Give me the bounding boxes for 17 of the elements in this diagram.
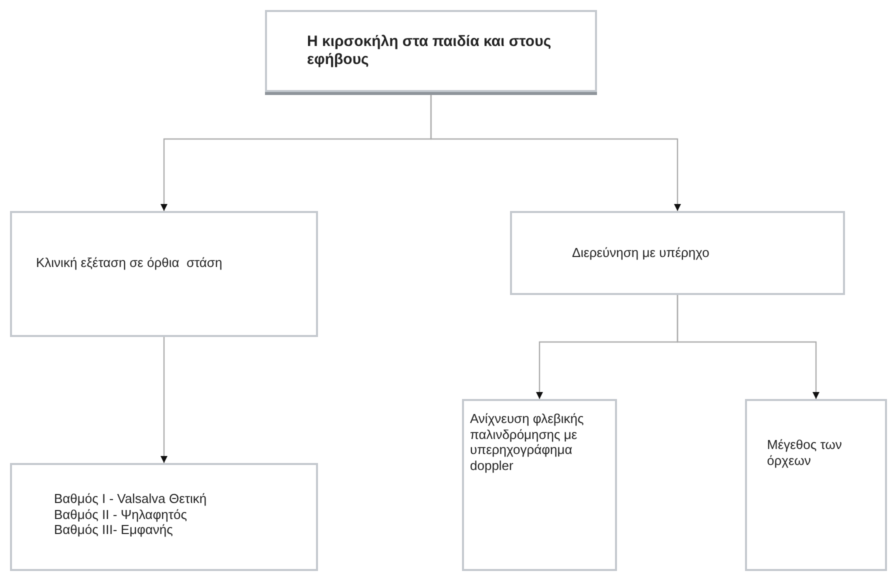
connector-arrow (676, 295, 820, 399)
connector-arrow (430, 95, 681, 211)
process-box (510, 211, 845, 295)
box-text: Η κιρσοκήλη στα παιδία και στους εφήβους (307, 33, 552, 69)
box-text: Ανίχνευση φλεβικής παλινδρόμησης με υπερηχογράφημα doppler (470, 411, 585, 474)
process-box (10, 211, 318, 337)
process-box (745, 399, 887, 571)
box-text: Βαθμός III- Εμφανής (54, 522, 173, 538)
connector-arrow (160, 337, 168, 463)
title-box (265, 10, 597, 92)
process-box (10, 463, 318, 571)
box-text: Κλινική εξέταση σε όρθια στάση (36, 255, 222, 271)
box-text: Μέγεθος των όρχεων (767, 437, 843, 468)
process-box (462, 399, 617, 571)
box-text: Βαθμός II - Ψηλαφητός (54, 506, 187, 522)
box-text: Βαθμός I - Valsalva Θετική (54, 491, 207, 507)
box-text: Διερεύνηση με υπέρηχο (572, 245, 710, 261)
